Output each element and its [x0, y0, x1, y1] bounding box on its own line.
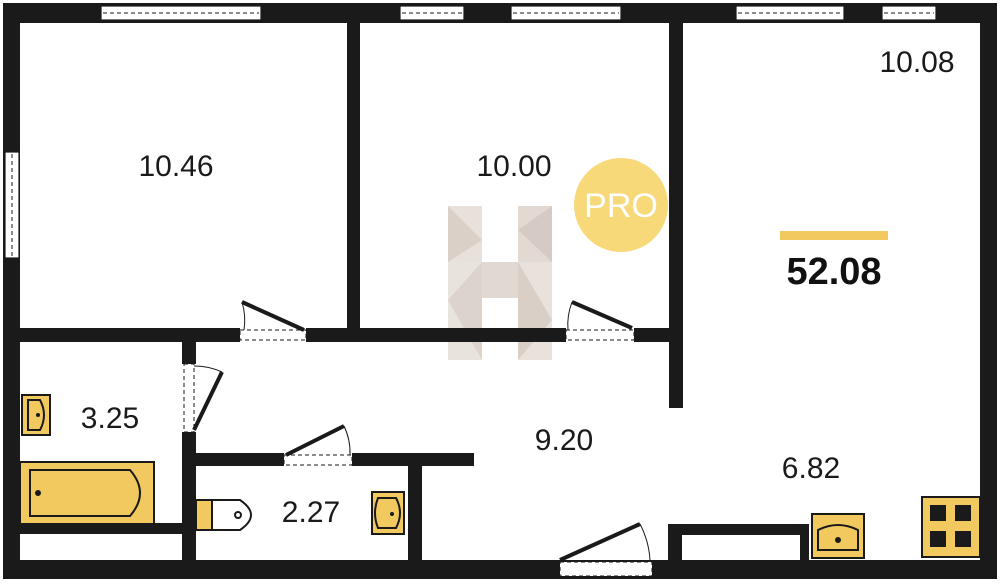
total-area: 52.08 [786, 251, 881, 293]
window-top-1 [100, 5, 262, 21]
room-area-hallway: 9.20 [535, 424, 593, 457]
room-area-bedroom-middle: 10.00 [476, 150, 551, 183]
kitchen-sink [811, 513, 865, 559]
door-bathroom [183, 363, 224, 433]
room-area-toilet: 2.27 [282, 496, 340, 529]
door-bedroom-middle [565, 300, 635, 341]
windows [4, 5, 937, 259]
room-area-bedroom-left: 10.46 [138, 150, 213, 183]
total-area-bar [780, 231, 888, 240]
window-left [4, 151, 20, 259]
washbasin-bathroom [21, 394, 51, 436]
pro-badge: PRO [574, 158, 668, 252]
door-toilet [283, 424, 353, 466]
pro-badge-label: PRO [584, 187, 658, 225]
window-top-4 [735, 5, 845, 21]
stove [921, 496, 981, 558]
window-top-3 [510, 5, 622, 21]
room-area-entry: 6.82 [782, 452, 840, 485]
toilet-bowl [195, 499, 252, 531]
room-area-kitchen-living: 10.08 [879, 46, 954, 79]
doors [183, 300, 653, 577]
door-bedroom-left [239, 300, 307, 341]
room-area-bathroom: 3.25 [81, 402, 139, 435]
washbasin-toilet [371, 491, 405, 535]
bathtub [19, 461, 155, 525]
door-entrance [559, 522, 653, 577]
window-top-5 [881, 5, 937, 21]
window-top-2 [399, 5, 465, 21]
